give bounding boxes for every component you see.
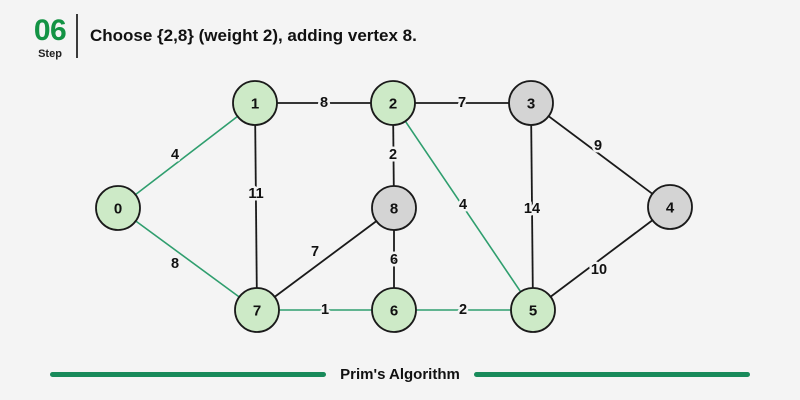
node-label-7: 7 [253,303,261,320]
step-description: Choose {2,8} (weight 2), adding vertex 8… [90,26,417,45]
edge-weight-6-7: 1 [321,302,329,318]
node-circle-1[interactable] [232,80,278,126]
graph-node-1[interactable]: 1 [232,80,278,126]
graph-edge-4-5 [550,219,653,298]
edge-weight-3-5: 14 [524,201,540,217]
graph-node-3[interactable]: 3 [508,80,554,126]
node-label-5: 5 [529,303,537,320]
step-number: 06 [33,14,67,47]
node-circle-3[interactable] [508,80,554,126]
edge-weight-4-5: 10 [591,262,607,278]
footer-rule-right [473,372,751,377]
edge-weight-5-6: 2 [459,302,467,318]
edge-weight-1-2: 8 [320,95,328,111]
edge-weight-1-7: 11 [248,186,263,202]
graph-edge-3-4 [548,115,653,195]
edge-weight-2-3: 7 [458,95,466,111]
node-circle-8[interactable] [371,185,417,231]
graph-edge-0-1 [134,115,239,196]
edge-weight-2-8: 2 [389,147,397,163]
edge-weight-2-5: 4 [459,197,467,213]
node-label-3: 3 [527,96,535,113]
node-circle-7[interactable] [234,287,280,333]
graph-edge-2-8 [392,124,395,187]
graph-edge-7-8 [274,220,377,298]
edge-weight-labels-layer: 4 8 8 11 7 2 4 9 14 10 2 1 6 7 [168,92,609,320]
graph-node-6[interactable]: 6 [371,287,417,333]
node-circle-2[interactable] [370,80,416,126]
node-label-0: 0 [114,201,122,218]
graph-node-5[interactable]: 5 [510,287,556,333]
node-label-8: 8 [390,201,398,218]
graph-node-7[interactable]: 7 [234,287,280,333]
graph-edge-0-7 [135,220,240,298]
graph-svg: 4 8 8 11 7 2 4 9 14 10 2 1 6 7 0 1 2 3 4 5 6 7 8 [95,80,693,333]
step-badge: 06 Step [24,16,76,61]
edges-layer [134,102,653,311]
slide-header: 06 Step Choose {2,8} (weight 2), adding … [0,0,800,70]
edge-weight-0-7: 8 [171,256,179,272]
node-circle-5[interactable] [510,287,556,333]
graph-edge-3-5 [530,124,534,289]
graph-node-2[interactable]: 2 [370,80,416,126]
node-label-1: 1 [251,96,259,113]
edge-weight-7-8: 7 [311,244,319,260]
node-circle-4[interactable] [647,184,693,230]
node-label-2: 2 [389,96,397,113]
graph-node-0[interactable]: 0 [95,185,141,231]
edge-weight-3-4: 9 [594,138,602,154]
graph-diagram: 4 8 8 11 7 2 4 9 14 10 2 1 6 7 0 1 2 3 4 5 6 7 8 [0,62,800,347]
edge-weight-6-8: 6 [390,252,398,268]
edge-weight-0-1: 4 [171,147,179,163]
node-label-4: 4 [666,200,675,217]
graph-node-4[interactable]: 4 [647,184,693,230]
graph-edge-2-5 [404,120,522,293]
node-circle-6[interactable] [371,287,417,333]
nodes-layer: 0 1 2 3 4 5 6 7 8 [95,80,693,333]
graph-edge-1-7 [254,124,258,289]
footer-title: Prim's Algorithm [340,366,460,383]
footer-rule-left [50,372,327,377]
step-word-label: Step [38,48,62,60]
node-circle-0[interactable] [95,185,141,231]
graph-node-8[interactable]: 8 [371,185,417,231]
slide-footer: Prim's Algorithm [0,352,800,400]
header-divider [76,14,78,58]
node-label-6: 6 [390,303,398,320]
